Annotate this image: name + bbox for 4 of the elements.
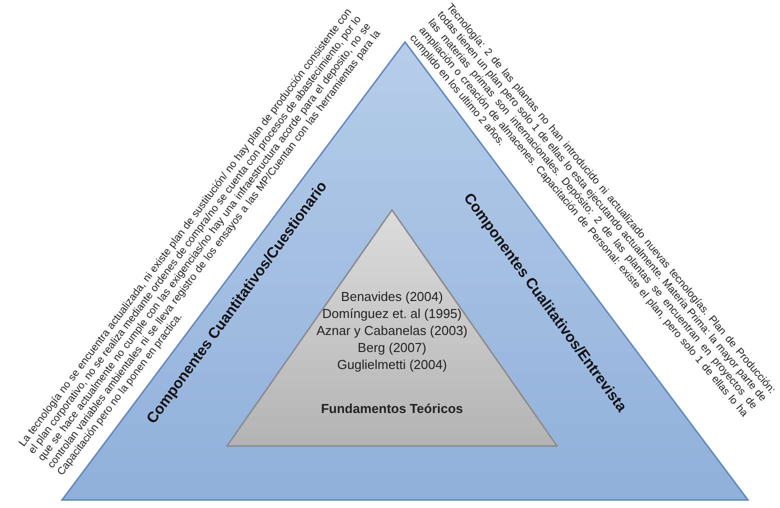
citation: Guglielmetti (2004) [337, 356, 447, 373]
heading: Fundamentos Teóricos [320, 401, 464, 416]
citation: Berg (2007) [358, 339, 426, 356]
citation: Benavides (2004) [341, 288, 443, 305]
